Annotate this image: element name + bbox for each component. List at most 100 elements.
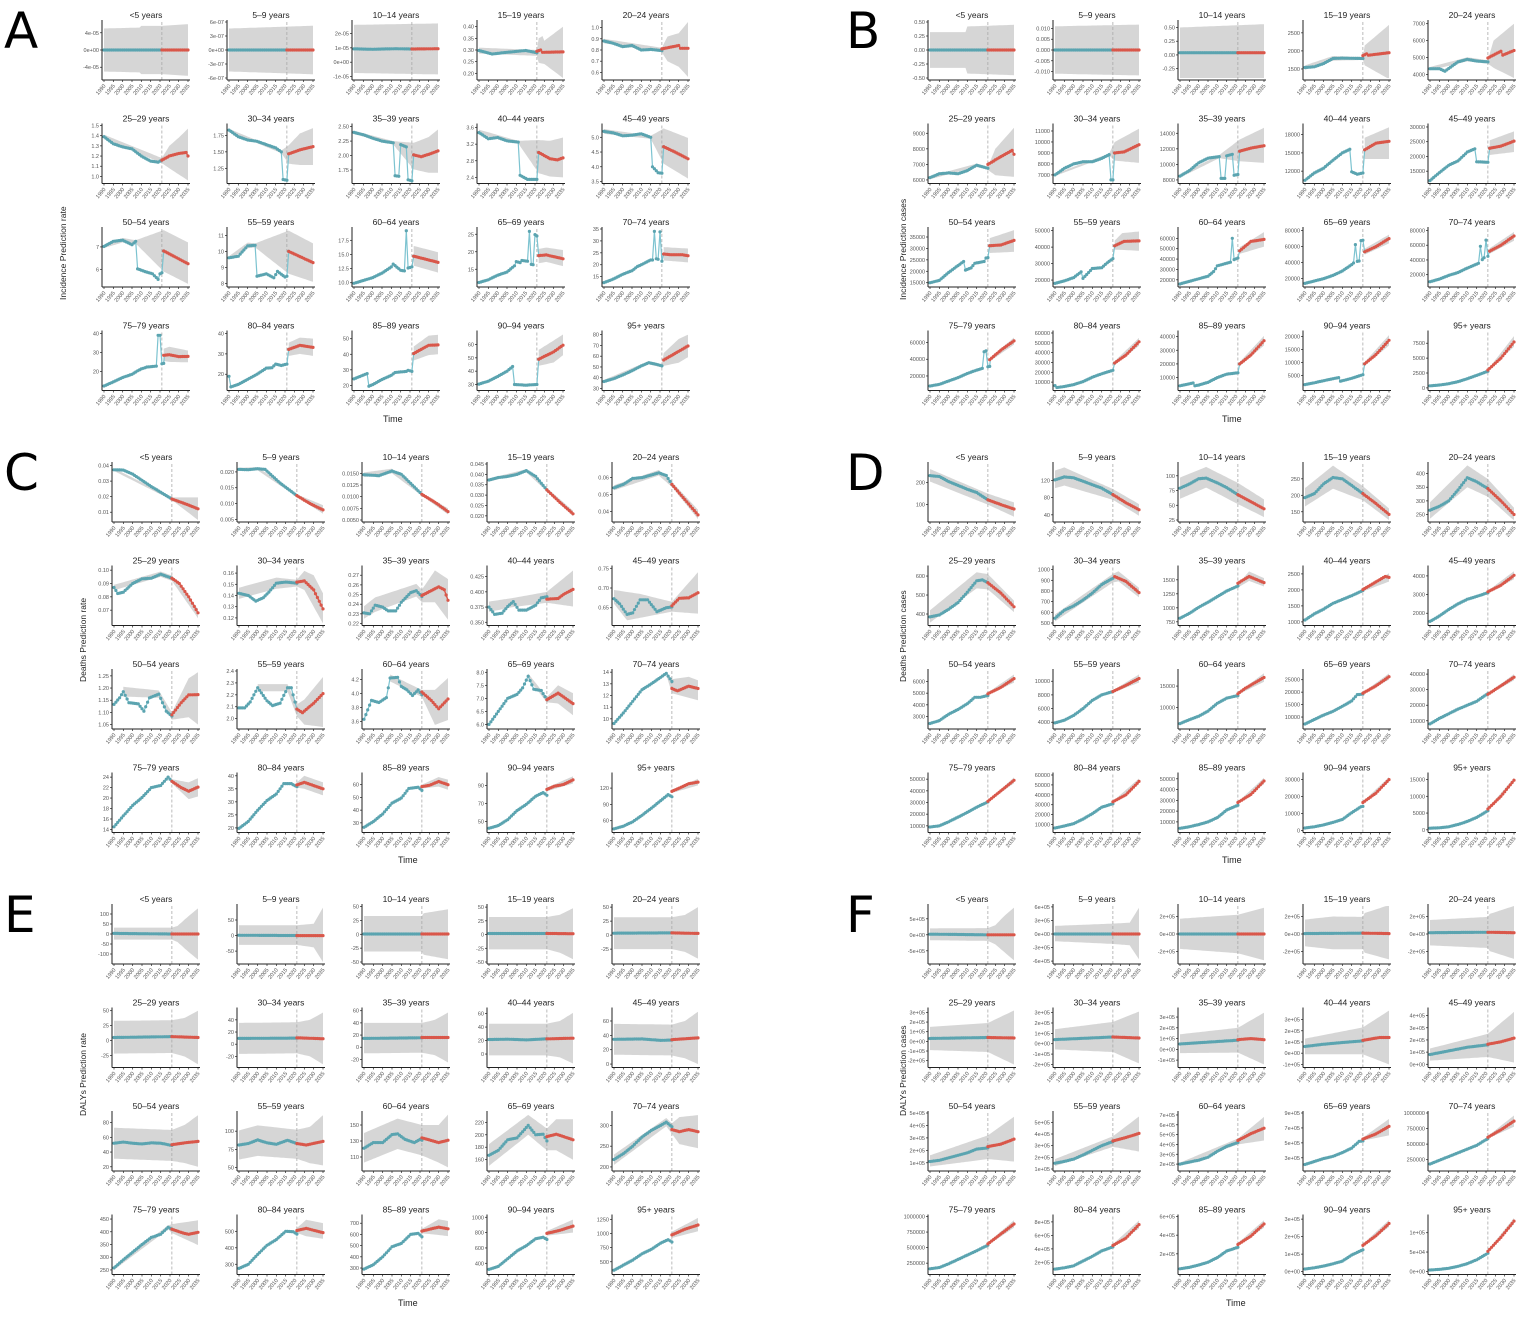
y-tick-label: 30 bbox=[228, 800, 234, 806]
historical-point bbox=[647, 600, 652, 604]
y-tick-label: 6000 bbox=[913, 680, 925, 686]
historical-line bbox=[1304, 239, 1366, 284]
historical-point bbox=[516, 140, 520, 144]
y-tick-label: 60 bbox=[603, 819, 609, 825]
y-tick-label: 2500 bbox=[1288, 31, 1300, 37]
y-tick-label: 750 bbox=[1166, 620, 1175, 626]
subplot-title: 95+ years bbox=[1453, 321, 1491, 331]
historical-point bbox=[631, 699, 635, 703]
historical-point bbox=[114, 588, 118, 593]
subplot: 95+ years3040506070801990199520002005201… bbox=[593, 321, 692, 408]
y-tick-label: 40000 bbox=[1160, 335, 1175, 341]
x-tick-label: 2035 bbox=[1380, 394, 1392, 407]
historical-point bbox=[160, 701, 165, 705]
y-tick-label: 1.4 bbox=[91, 134, 99, 140]
x-tick-label: 2035 bbox=[1505, 394, 1517, 407]
forecast-point bbox=[692, 508, 696, 513]
forecast-point bbox=[1262, 581, 1266, 585]
historical-point bbox=[535, 382, 539, 387]
x-tick-label: 2035 bbox=[564, 629, 576, 642]
historical-point bbox=[960, 596, 964, 600]
subplot: 60–64 years10.012.515.017.51990199520002… bbox=[338, 217, 441, 304]
forecast-point bbox=[170, 713, 174, 717]
historical-line bbox=[1304, 148, 1366, 181]
historical-point bbox=[493, 715, 497, 719]
y-tick-label: 40 bbox=[593, 376, 599, 382]
x-tick-label: 2035 bbox=[1505, 83, 1517, 96]
forecast-point bbox=[435, 705, 439, 709]
historical-point bbox=[269, 588, 273, 592]
historical-point bbox=[399, 600, 403, 604]
y-tick-label: 1000 bbox=[1163, 606, 1175, 612]
subplot: 70–74 years10111213141990199520002005201… bbox=[603, 659, 702, 746]
forecast-point bbox=[672, 484, 676, 489]
historical-point bbox=[511, 600, 515, 604]
historical-point bbox=[962, 259, 966, 264]
historical-point bbox=[649, 603, 653, 607]
x-tick-label: 2035 bbox=[564, 525, 576, 538]
historical-point bbox=[396, 675, 400, 679]
forecast-point bbox=[694, 511, 698, 515]
subplot: 45–49 years15000200002500030000199019952… bbox=[1410, 114, 1518, 201]
forecast-point bbox=[319, 603, 323, 607]
y-tick-label: 15000 bbox=[1410, 169, 1425, 175]
historical-point bbox=[511, 364, 515, 369]
confidence-band bbox=[364, 570, 448, 620]
subplot-title: 10–14 years bbox=[383, 452, 430, 462]
x-tick-label: 2035 bbox=[304, 394, 316, 407]
y-tick-label: 150 bbox=[1291, 510, 1300, 516]
historical-point bbox=[394, 609, 398, 613]
forecast-point bbox=[1262, 144, 1266, 148]
y-tick-label: 500 bbox=[916, 593, 925, 599]
y-tick-label: 120 bbox=[1041, 478, 1050, 484]
subplot: 20–24 years40005000600070001990199520002… bbox=[1413, 10, 1518, 97]
y-tick-label: 0.30 bbox=[463, 48, 474, 54]
subplot-title: 70–74 years bbox=[633, 659, 680, 669]
y-tick-label: 25000 bbox=[1410, 140, 1425, 146]
historical-point bbox=[494, 712, 499, 716]
historical-point bbox=[524, 678, 528, 682]
y-tick-label: 0.425 bbox=[470, 575, 484, 581]
y-tick-label: 0.8 bbox=[591, 48, 599, 54]
subplot: 25–29 years0.070.080.090.101990199520002… bbox=[98, 556, 201, 643]
forecast-point bbox=[1251, 351, 1255, 355]
y-tick-label: 7000 bbox=[913, 162, 925, 168]
historical-point bbox=[410, 265, 414, 269]
subplot-grid-a: <5 years-4e-050e+004e-051990199520002005… bbox=[83, 10, 692, 408]
y-tick-label: 50000 bbox=[1035, 229, 1050, 235]
forecast-point bbox=[696, 780, 700, 784]
y-tick-label: 5000 bbox=[1288, 373, 1300, 379]
y-tick-label: 4000 bbox=[1413, 73, 1425, 79]
y-tick-label: 350 bbox=[1416, 485, 1425, 491]
historical-point bbox=[498, 707, 502, 711]
historical-point bbox=[1463, 478, 1468, 482]
forecast-point bbox=[1499, 49, 1503, 53]
subplot: 50–54 years30004000500060001990199520002… bbox=[913, 659, 1018, 746]
subplot: 25–29 years60007000800090001990199520002… bbox=[913, 114, 1018, 201]
y-tick-label: 5000 bbox=[913, 691, 925, 697]
subplot: 75–79 years20000400006000019901995200020… bbox=[910, 321, 1018, 408]
y-tick-label: 90 bbox=[603, 802, 609, 808]
subplot-title: 45–49 years bbox=[623, 114, 670, 124]
y-tick-label: 1.25 bbox=[213, 166, 224, 172]
x-tick-label: 2035 bbox=[679, 187, 691, 200]
y-tick-label: 0.0100 bbox=[342, 495, 359, 501]
historical-point bbox=[114, 700, 118, 704]
y-tick-label: 0.03 bbox=[98, 479, 109, 485]
forecast-point bbox=[446, 510, 450, 514]
historical-point bbox=[285, 178, 289, 182]
confidence-band bbox=[1055, 571, 1139, 622]
x-tick-label: 2035 bbox=[679, 83, 691, 96]
historical-point bbox=[535, 477, 540, 481]
subplot: 15–19 years15002000250019901995200020052… bbox=[1288, 10, 1393, 97]
x-tick-label: 2035 bbox=[1130, 394, 1142, 407]
subplot: 45–49 years20003000400019901995200020052… bbox=[1413, 556, 1518, 643]
subplot: 30–34 years70008000900010000110001990199… bbox=[1035, 114, 1143, 201]
confidence-band bbox=[666, 672, 698, 701]
x-tick-label: 2035 bbox=[1005, 83, 1017, 96]
subplot: 80–84 years10000200003000040000500006000… bbox=[1035, 321, 1143, 408]
y-tick-label: 20 bbox=[468, 250, 474, 256]
y-tick-label: 2.8 bbox=[466, 159, 474, 165]
x-tick-label: 2035 bbox=[439, 732, 451, 745]
y-tick-label: 0.75 bbox=[598, 566, 609, 572]
